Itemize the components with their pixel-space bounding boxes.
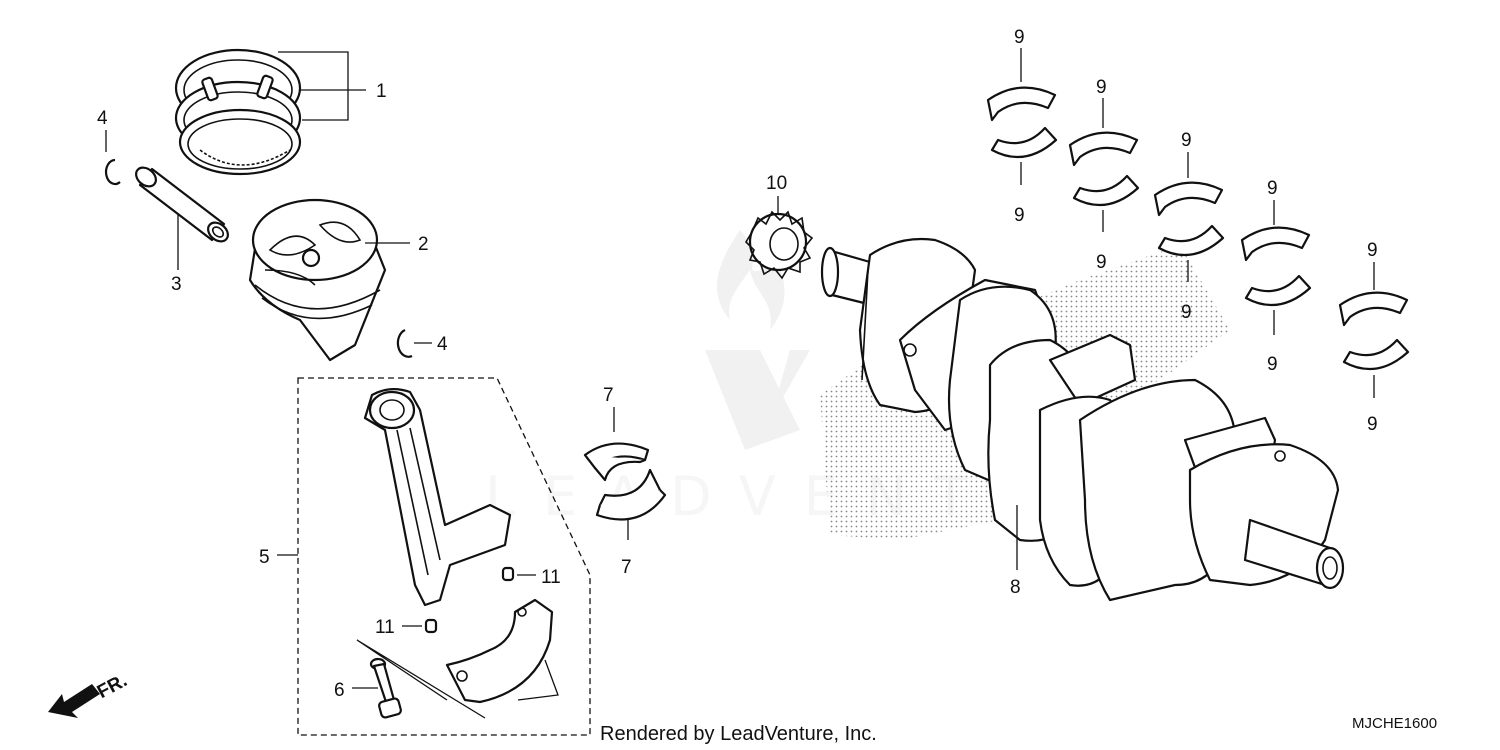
piston-rings	[174, 48, 302, 176]
rod-bolt	[369, 657, 402, 719]
conrod-group-box	[297, 377, 591, 736]
callout-9-f: 9	[1181, 302, 1192, 323]
callout-10: 10	[766, 173, 787, 194]
callout-4-top: 4	[97, 108, 108, 129]
main-bearing-pair-4	[1240, 226, 1312, 307]
main-bearing-pair-5	[1338, 291, 1410, 371]
callout-6: 6	[334, 680, 345, 701]
piston-pin-clip-bottom	[396, 328, 413, 358]
main-bearing-leaders	[1020, 48, 1375, 398]
callout-9-b: 9	[1014, 205, 1025, 226]
piston-pin-clip-top	[104, 158, 121, 186]
callout-9-g: 9	[1267, 178, 1278, 199]
callout-11-upper: 11	[541, 567, 561, 588]
callout-7-bottom: 7	[621, 557, 632, 578]
main-bearing-pair-1	[986, 86, 1058, 159]
main-bearing-pair-3	[1153, 181, 1225, 257]
callout-2: 2	[418, 234, 429, 255]
callout-1: 1	[376, 81, 387, 102]
callout-9-c: 9	[1096, 77, 1107, 98]
timing-gear	[744, 210, 814, 280]
callout-3: 3	[171, 274, 182, 295]
diagram-code: MJCHE1600	[1352, 715, 1437, 732]
conrod-bearing-lower	[595, 468, 667, 521]
callout-8: 8	[1010, 577, 1021, 598]
callout-9-h: 9	[1267, 354, 1278, 375]
conrod-bearing-upper	[583, 442, 650, 482]
front-direction-arrow-icon	[48, 684, 100, 718]
callout-11-lower: 11	[375, 617, 395, 638]
rod-nut-upper	[501, 566, 515, 582]
rod-nut-lower	[424, 618, 438, 634]
callout-4-bottom: 4	[437, 334, 448, 355]
main-bearing-pair-2	[1068, 131, 1140, 207]
front-marker-label: FR.	[94, 670, 131, 703]
piston	[248, 198, 387, 362]
callout-9-i: 9	[1367, 240, 1378, 261]
callout-9-e: 9	[1181, 130, 1192, 151]
callout-9-d: 9	[1096, 252, 1107, 273]
connecting-rod	[363, 388, 512, 607]
rendered-by-credit: Rendered by LeadVenture, Inc.	[600, 723, 877, 745]
callout-5: 5	[259, 547, 270, 568]
piston-pin	[135, 166, 229, 243]
connecting-rod-cap	[445, 598, 554, 704]
crankshaft	[820, 237, 1345, 602]
callout-9-j: 9	[1367, 414, 1378, 435]
callout-9-a: 9	[1014, 27, 1025, 48]
callout-7-top: 7	[603, 385, 614, 406]
